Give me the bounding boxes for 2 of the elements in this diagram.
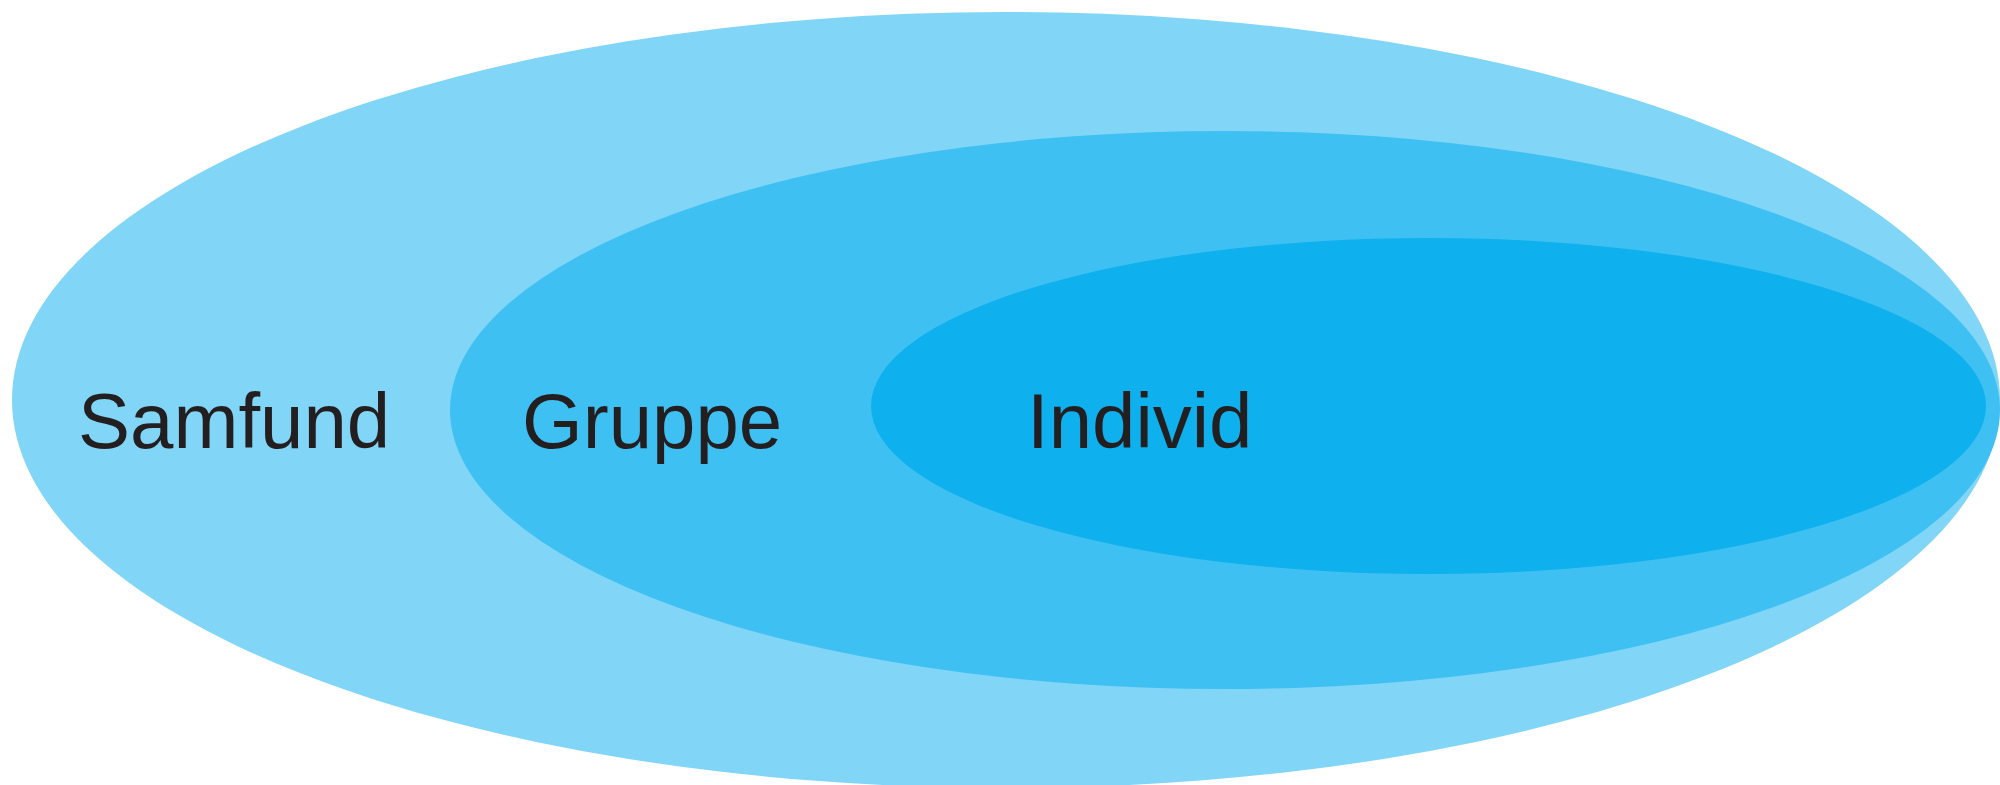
level-label: Individ xyxy=(1027,382,1253,460)
level-label: Samfund xyxy=(78,382,391,460)
